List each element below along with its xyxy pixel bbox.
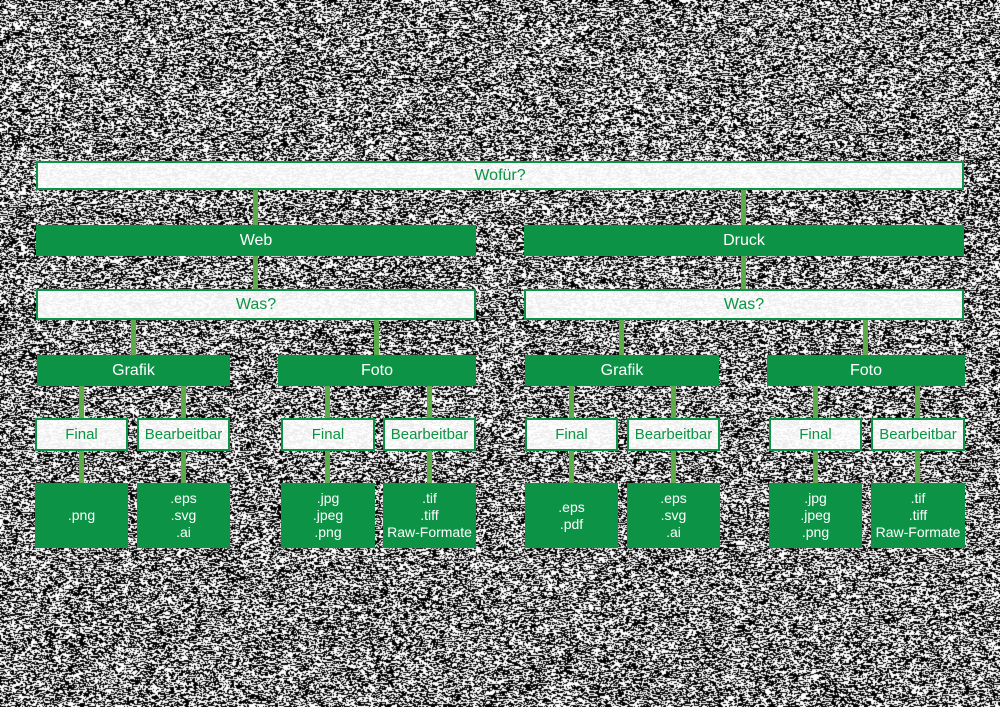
druck-grafik-box: Grafik xyxy=(525,355,719,386)
connector-line xyxy=(253,190,258,225)
web-grafik-box: Grafik xyxy=(37,355,230,386)
druck-grafik-final-box: Final xyxy=(525,418,618,451)
connector-line xyxy=(79,386,84,418)
druck-grafik-bearbeitbar-box: Bearbeitbar xyxy=(627,418,720,451)
connector-line xyxy=(131,320,136,355)
connector-line xyxy=(813,451,818,483)
connector-line xyxy=(813,386,818,418)
connector-line xyxy=(427,451,432,483)
web-foto-final-formats: .jpg .jpeg .png xyxy=(281,483,375,548)
druck-grafik-bearbeitbar-formats: .eps .svg .ai xyxy=(627,483,720,548)
web-was-box: Was? xyxy=(36,289,476,320)
connector-line xyxy=(741,190,746,225)
connector-line xyxy=(325,386,330,418)
connector-line xyxy=(671,451,676,483)
connector-line xyxy=(79,451,84,483)
connector-line xyxy=(915,386,920,418)
connector-line xyxy=(915,451,920,483)
web-foto-box: Foto xyxy=(278,355,476,386)
connector-line xyxy=(863,320,868,355)
druck-was-box: Was? xyxy=(524,289,964,320)
connector-line xyxy=(741,256,746,289)
connector-line xyxy=(427,386,432,418)
branch-web-box: Web xyxy=(36,225,476,256)
druck-foto-box: Foto xyxy=(767,355,965,386)
connector-line xyxy=(253,256,258,289)
web-grafik-bearbeitbar-formats: .eps .svg .ai xyxy=(137,483,230,548)
druck-foto-final-formats: .jpg .jpeg .png xyxy=(769,483,862,548)
druck-foto-bearbeitbar-box: Bearbeitbar xyxy=(871,418,965,451)
branch-druck-box: Druck xyxy=(524,225,964,256)
web-grafik-bearbeitbar-box: Bearbeitbar xyxy=(137,418,230,451)
connector-line xyxy=(569,451,574,483)
connector-line xyxy=(325,451,330,483)
web-grafik-final-box: Final xyxy=(35,418,128,451)
decision-root-box: Wofür? xyxy=(36,161,964,190)
connector-line xyxy=(619,320,624,355)
web-foto-final-box: Final xyxy=(281,418,375,451)
connector-line xyxy=(181,386,186,418)
druck-grafik-final-formats: .eps .pdf xyxy=(525,483,618,548)
connector-line xyxy=(671,386,676,418)
connector-line xyxy=(374,320,379,355)
web-grafik-final-formats: .png xyxy=(35,483,128,548)
druck-foto-final-box: Final xyxy=(769,418,862,451)
web-foto-bearbeitbar-formats: .tif .tiff Raw-Formate xyxy=(383,483,476,548)
web-foto-bearbeitbar-box: Bearbeitbar xyxy=(383,418,476,451)
connector-line xyxy=(569,386,574,418)
connector-line xyxy=(181,451,186,483)
druck-foto-bearbeitbar-formats: .tif .tiff Raw-Formate xyxy=(871,483,965,548)
